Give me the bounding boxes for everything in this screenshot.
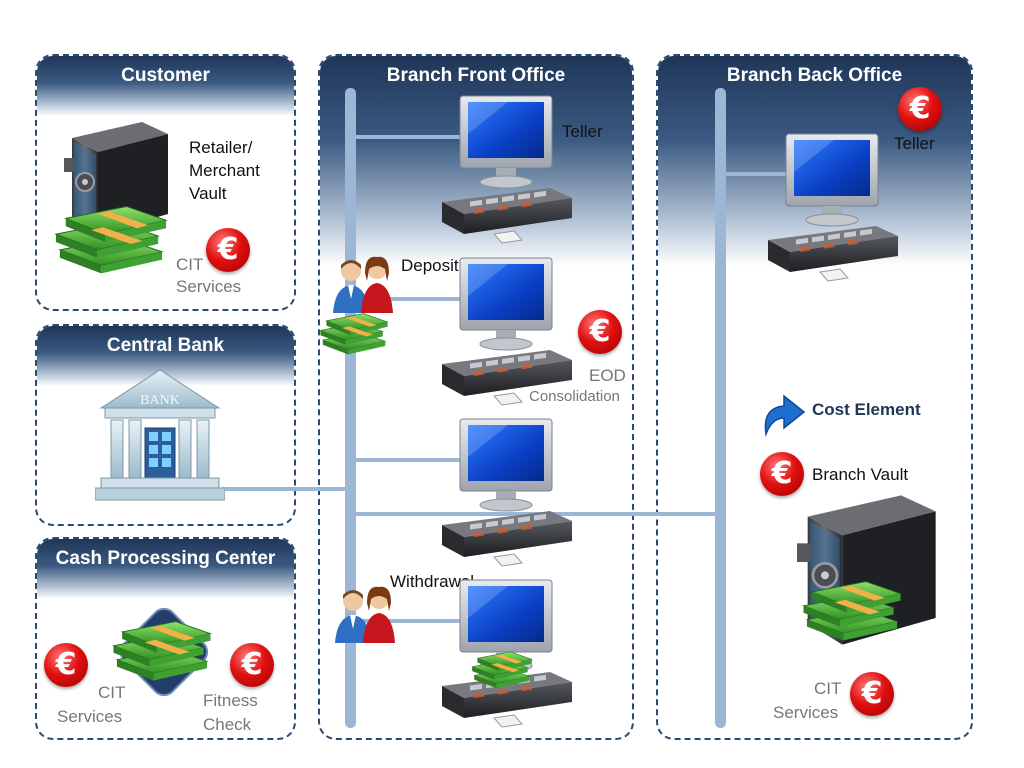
- connector-back-teller: [726, 172, 796, 176]
- front-office-spine: [345, 88, 356, 728]
- cost-element-label: Cost Element: [812, 400, 921, 419]
- teller-terminal-icon: [438, 94, 578, 244]
- retailer-vault-label-1: Retailer/: [189, 138, 253, 157]
- fitness-check-2: Check: [203, 715, 252, 734]
- money-stack-icon: [52, 200, 170, 280]
- customer-people-icon: [330, 255, 402, 315]
- fitness-check-1: Fitness: [203, 691, 258, 710]
- retailer-vault-label-3: Vault: [189, 184, 227, 203]
- bank-building-icon: BANK: [95, 369, 225, 501]
- money-stack-icon: [110, 616, 214, 686]
- eod-consolidation-1: EOD: [589, 366, 626, 385]
- front-office-title: Branch Front Office: [386, 65, 566, 86]
- cit-services-cpc-1: CIT: [98, 683, 126, 702]
- central-bank-title: Central Bank: [106, 335, 225, 356]
- withdrawal-label: Withdrawal: [390, 572, 475, 591]
- cit-services-cpc-2: Services: [57, 707, 123, 726]
- euro-badge-icon: €: [206, 228, 250, 272]
- connector-withdrawal: [356, 619, 466, 623]
- teller-terminal-icon: [438, 417, 578, 567]
- connector-teller: [356, 135, 466, 139]
- teller-terminal-icon: [438, 256, 578, 406]
- branch-vault-label: Branch Vault: [812, 465, 909, 484]
- deposit-label: Deposit: [401, 256, 459, 275]
- eod-consolidation-2: Consolidation: [529, 388, 620, 405]
- cit-services-back-2: Services: [773, 703, 839, 722]
- cit-services-customer-2: Services: [176, 277, 242, 296]
- teller-terminal-icon: [764, 132, 904, 282]
- connector-deposit: [356, 297, 466, 301]
- cit-services-back-1: CIT: [814, 679, 842, 698]
- money-stack-icon: [470, 648, 534, 692]
- connector-central-bank: [222, 487, 346, 491]
- cost-arrow-icon: [764, 394, 806, 437]
- customer-people-icon: [332, 585, 404, 645]
- money-stack-icon: [318, 308, 390, 360]
- cash-processing-panel: Cash Processing Center: [35, 537, 296, 740]
- teller-back-label: Teller: [894, 134, 935, 153]
- euro-badge-icon: €: [230, 643, 274, 687]
- retailer-vault-label-2: Merchant: [189, 161, 260, 180]
- euro-badge-icon: €: [44, 643, 88, 687]
- central-bank-panel: Central Bank: [35, 324, 296, 526]
- euro-badge-icon: €: [898, 87, 942, 131]
- connector-eod: [356, 458, 466, 462]
- cit-services-customer-1: CIT: [176, 255, 204, 274]
- back-office-spine: [715, 88, 726, 728]
- teller-front-label: Teller: [562, 122, 603, 141]
- money-stack-icon: [800, 575, 904, 647]
- euro-badge-icon: €: [760, 452, 804, 496]
- customer-title: Customer: [121, 65, 210, 86]
- euro-badge-icon: €: [578, 310, 622, 354]
- back-office-title: Branch Back Office: [726, 65, 903, 86]
- euro-badge-icon: €: [850, 672, 894, 716]
- bank-sign-text: BANK: [140, 393, 180, 408]
- cash-processing-title: Cash Processing Center: [55, 548, 276, 569]
